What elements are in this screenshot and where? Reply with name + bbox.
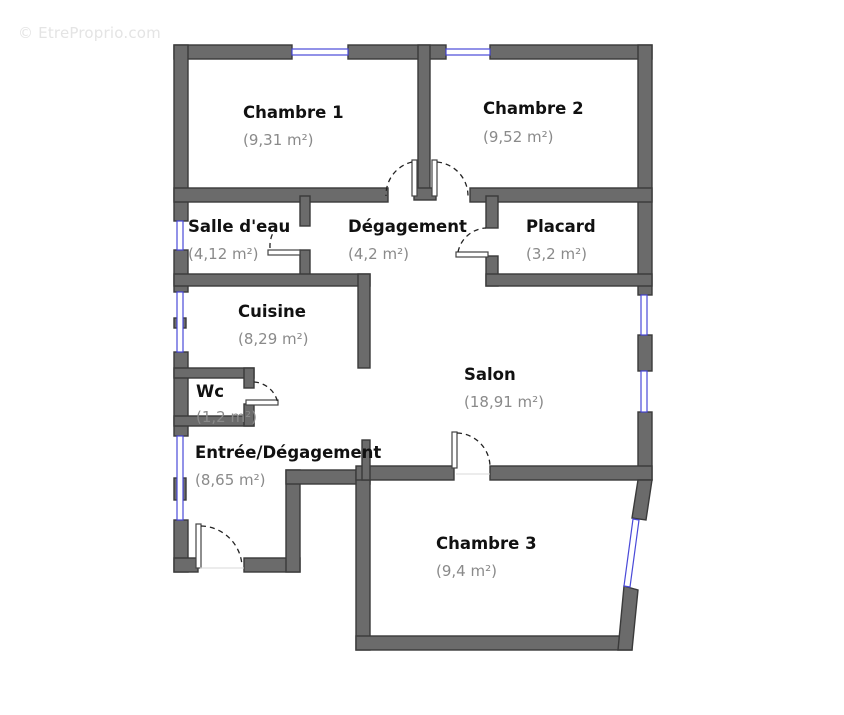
window-cuisine [176,291,184,353]
room-area-salle-deau: (4,12 m²) [188,245,259,263]
window-chambre-3 [623,518,640,588]
room-name-wc: Wc [196,382,224,401]
room-area-wc: (1,2 m²) [196,408,257,426]
room-area-degagement: (4,2 m²) [348,245,409,263]
room-name-chambre-2: Chambre 2 [483,99,584,118]
room-labels: Chambre 1 (9,31 m²) Chambre 2 (9,52 m²) … [188,99,596,580]
watermark-text: © EtreProprio.com [18,24,161,42]
window-entree [176,435,184,521]
room-area-chambre-3: (9,4 m²) [436,562,497,580]
room-name-salon: Salon [464,365,516,384]
window-chambre-1 [291,48,349,56]
interior-walls [173,44,653,481]
windows [176,48,648,588]
walls [173,44,653,651]
doors [195,159,491,569]
room-name-salle-deau: Salle d'eau [188,217,290,236]
room-area-chambre-1: (9,31 m²) [243,131,314,149]
window-salon-upper [640,294,648,336]
room-area-cuisine: (8,29 m²) [238,330,309,348]
room-name-placard: Placard [526,217,596,236]
room-name-entree-degagement: Entrée/Dégagement [195,443,381,462]
room-area-placard: (3,2 m²) [526,245,587,263]
room-name-chambre-3: Chambre 3 [436,534,537,553]
room-name-cuisine: Cuisine [238,302,306,321]
room-area-chambre-2: (9,52 m²) [483,128,554,146]
room-area-salon: (18,91 m²) [464,393,544,411]
room-area-entree-degagement: (8,65 m²) [195,471,266,489]
window-salon-lower [640,370,648,413]
window-salle-deau [176,220,184,251]
window-chambre-2 [445,48,491,56]
room-name-chambre-1: Chambre 1 [243,103,344,122]
room-name-degagement: Dégagement [348,217,467,236]
